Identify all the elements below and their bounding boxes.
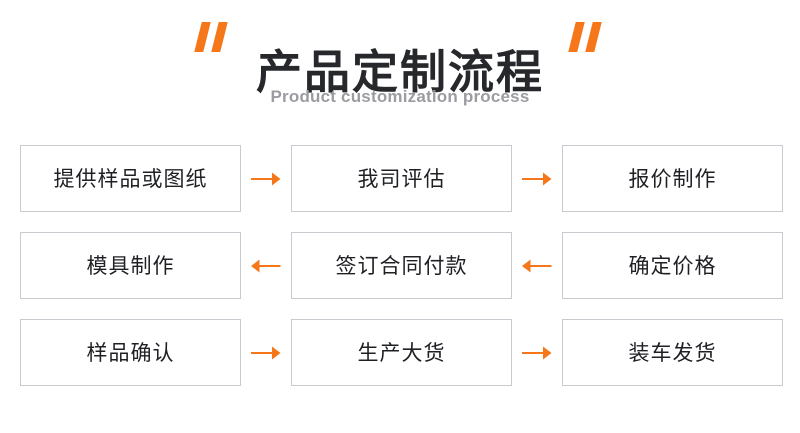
arrow-right-icon xyxy=(251,346,281,359)
flow-row: 样品确认 生产大货 装车发货 xyxy=(20,319,783,386)
process-flow: 提供样品或图纸 我司评估 报价制作 模具制作 签订合同付款 xyxy=(20,145,783,386)
arrow-right-icon xyxy=(522,346,552,359)
flow-step-box[interactable]: 签订合同付款 xyxy=(291,232,512,299)
arrow-left-icon xyxy=(251,259,281,272)
flow-arrow-left xyxy=(512,232,562,299)
title-row: 产品定制流程 xyxy=(0,14,800,130)
flow-step-box[interactable]: 报价制作 xyxy=(562,145,783,212)
flow-step-box[interactable]: 装车发货 xyxy=(562,319,783,386)
flow-step-box[interactable]: 样品确认 xyxy=(20,319,241,386)
flow-row: 模具制作 签订合同付款 确定价格 xyxy=(20,232,783,299)
page-header: 产品定制流程 Product customization process xyxy=(0,0,800,130)
arrow-right-icon xyxy=(251,172,281,185)
arrow-right-icon xyxy=(522,172,552,185)
flow-row: 提供样品或图纸 我司评估 报价制作 xyxy=(20,145,783,212)
flow-step-box[interactable]: 我司评估 xyxy=(291,145,512,212)
close-quote-icon xyxy=(566,18,608,58)
page-subtitle: Product customization process xyxy=(270,87,530,106)
flow-arrow-left xyxy=(241,232,291,299)
flow-arrow-right xyxy=(512,319,562,386)
flow-arrow-right xyxy=(241,319,291,386)
flow-arrow-right xyxy=(241,145,291,212)
flow-step-box[interactable]: 模具制作 xyxy=(20,232,241,299)
open-quote-icon xyxy=(192,18,234,58)
flow-step-box[interactable]: 确定价格 xyxy=(562,232,783,299)
page-title: 产品定制流程 xyxy=(256,44,544,99)
flow-step-box[interactable]: 生产大货 xyxy=(291,319,512,386)
flow-step-box[interactable]: 提供样品或图纸 xyxy=(20,145,241,212)
arrow-left-icon xyxy=(522,259,552,272)
flow-arrow-right xyxy=(512,145,562,212)
